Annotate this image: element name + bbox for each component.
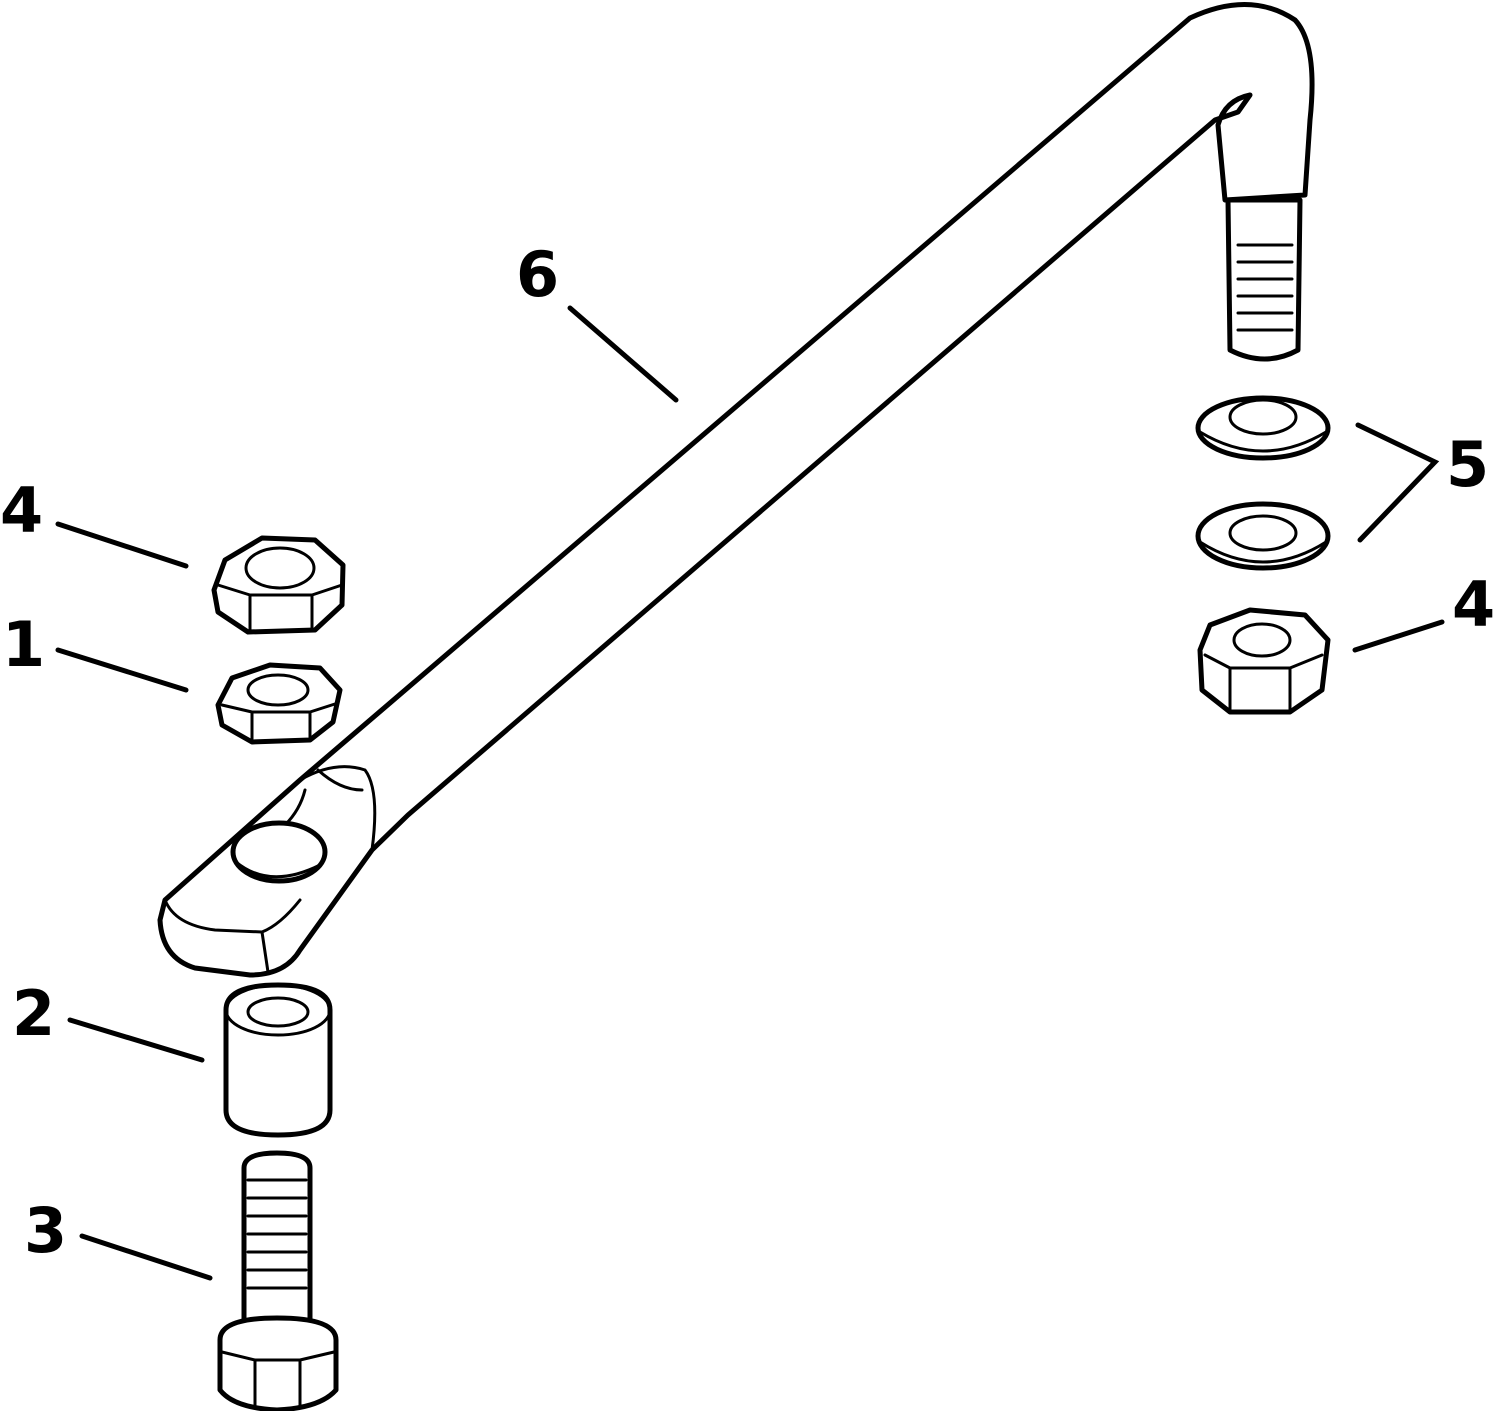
leader-3 — [79, 1233, 213, 1281]
leader-4-left — [55, 521, 189, 569]
hex-nut-right — [1197, 607, 1331, 715]
locknut-left — [211, 535, 346, 635]
leader-1 — [55, 647, 189, 693]
callout-5: 5 — [1446, 428, 1489, 501]
flange-bolt — [217, 1150, 339, 1411]
leader-4-right — [1352, 619, 1445, 653]
washer-upper — [1195, 395, 1331, 461]
callout-4-left: 4 — [0, 474, 43, 547]
callout-2: 2 — [12, 977, 55, 1050]
leader-2 — [67, 1017, 205, 1063]
threaded-stud — [1225, 197, 1303, 362]
washer-lower — [1195, 501, 1331, 571]
jam-nut — [215, 662, 343, 745]
link-rod — [157, 2, 1315, 978]
callout-6: 6 — [516, 238, 559, 311]
leader-6 — [567, 305, 679, 403]
spacer-sleeve — [223, 982, 333, 1138]
callout-4-right: 4 — [1452, 568, 1495, 641]
callout-1: 1 — [2, 608, 45, 681]
leader-5-bracket — [1355, 422, 1440, 543]
callout-3: 3 — [24, 1194, 67, 1267]
rod-eye-hole — [230, 820, 328, 884]
